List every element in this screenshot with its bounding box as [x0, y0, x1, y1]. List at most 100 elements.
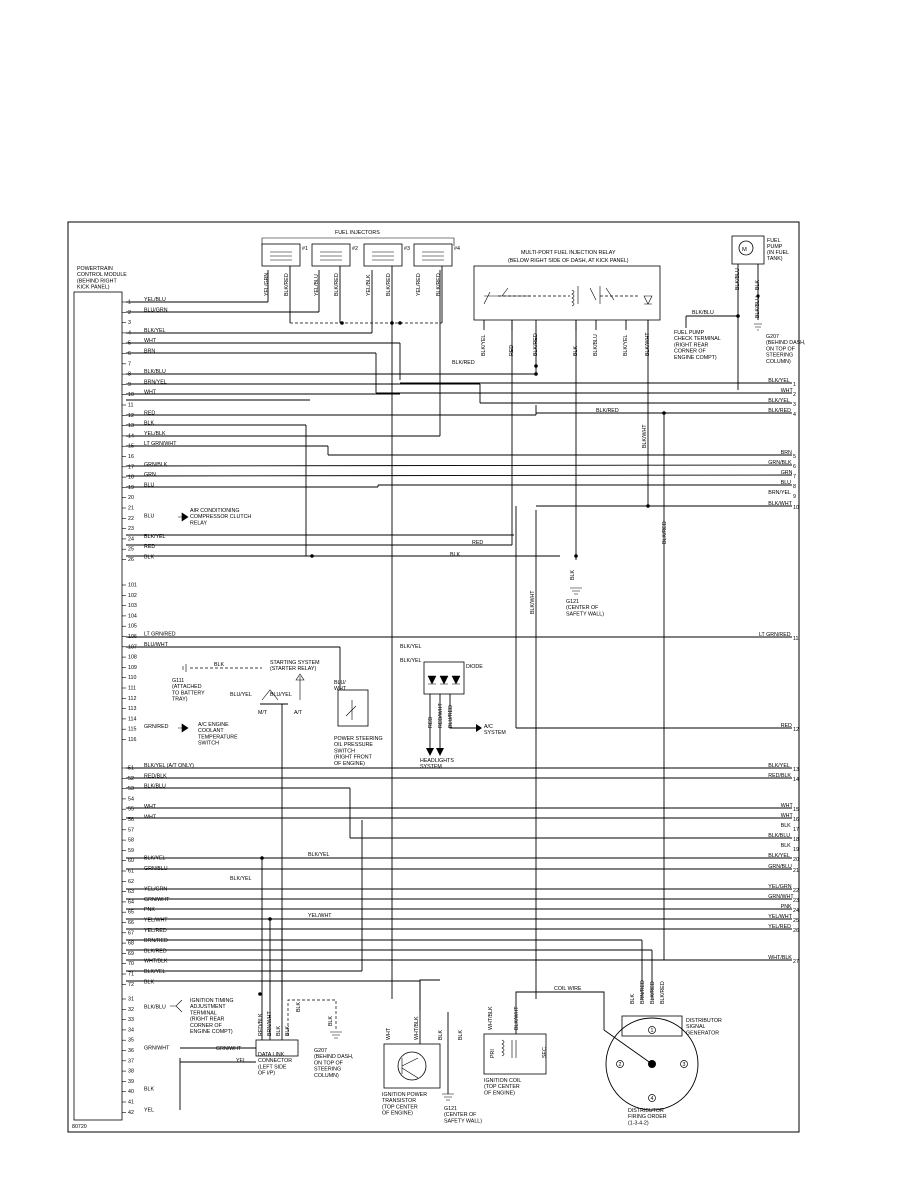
fuel-pump-label: TANK)	[767, 256, 783, 262]
injector-wire-label: YEL/BLK	[366, 274, 372, 296]
starting-system-text: (STARTER RELAY)	[270, 666, 316, 672]
pcm-pin-number: 101	[128, 583, 137, 589]
pcm-pin-wire-label: BLK/BLU	[144, 369, 166, 375]
distributor-signal-text: DISTRIBUTOR	[686, 1018, 722, 1024]
g207-text: ON TOP OF	[314, 1060, 344, 1066]
pcm-pin-number: 22	[128, 516, 134, 522]
right-connector-number: 25	[793, 918, 799, 924]
injector-coil-icon	[320, 251, 342, 261]
distributor-firing-text: (1-3-4-2)	[628, 1120, 649, 1126]
spark-terminal-number: 2	[619, 1062, 622, 1068]
pcm-pin-number: 66	[128, 920, 134, 926]
distributor-firing-text: FIRING ORDER	[628, 1114, 667, 1120]
right-wire-label: BLK	[781, 823, 791, 829]
wire-label: BLK/WHT	[530, 590, 536, 614]
pcm-pin-wire-label: YEL	[144, 1107, 154, 1113]
ground-icon	[442, 1093, 454, 1101]
pcm-pin-wire-label: BLK	[144, 421, 154, 427]
pcm-pin-number: 33	[128, 1017, 134, 1023]
ign-timing-text: ADJUSTMENT	[190, 1004, 226, 1010]
mpfi-relay-location: (BELOW RIGHT SIDE OF DASH, AT KICK PANEL…	[508, 258, 629, 264]
right-wire-label: BLK/YEL	[768, 398, 790, 404]
wire	[125, 474, 793, 477]
right-wire-label: RED/BLK	[768, 773, 791, 779]
wire-label: BLK	[296, 1002, 302, 1012]
right-connector-number: 14	[793, 777, 799, 783]
wire-label: BLK/WHT	[642, 424, 648, 448]
arrow-icon	[178, 512, 189, 522]
pcm-pin-number: 1	[128, 300, 131, 306]
g111-text: TO BATTERY	[172, 690, 205, 696]
wire-label: GRN/WHT	[216, 1046, 242, 1052]
injector-wire-label: YEL/GRN	[264, 273, 270, 296]
g111-text: G111	[172, 678, 184, 684]
ign-timing-text: ENGINE COMPT)	[190, 1029, 233, 1035]
ps-wire-label: BLU/	[334, 680, 346, 686]
fuel-injector	[413, 243, 453, 267]
wire-label: BLK/RED	[662, 521, 668, 544]
g207-text: G207	[314, 1048, 327, 1054]
ign-timing-text: (RIGHT REAR	[190, 1017, 225, 1023]
transistor-icon	[401, 1057, 419, 1079]
right-connector-number: 11	[793, 636, 799, 642]
g121-text: SAFETY WALL)	[566, 611, 604, 617]
distributor-wire-label: BLK/RED	[650, 981, 656, 1004]
spark-terminal-number: 1	[651, 1028, 654, 1034]
dlc-text: OF I/P)	[258, 1071, 275, 1077]
pcm-pin-wire-label: BLK	[144, 1087, 154, 1093]
right-wire-label: BLK/YEL	[768, 763, 790, 769]
wire-label: BLK	[755, 280, 761, 290]
mpfi-relay: MULTI-PORT FUEL INJECTION RELAY (BELOW R…	[473, 250, 661, 356]
right-wire-label: YEL/RED	[768, 924, 791, 930]
ps-switch-text: SWITCH	[334, 748, 355, 754]
pcm-pin-number: 54	[128, 796, 134, 802]
wire-label: BLK/BLU	[692, 310, 714, 316]
right-connector-number: 6	[793, 464, 796, 470]
pcm-pin-number: 65	[128, 910, 134, 916]
right-wire-label: BLK/WHT	[768, 501, 792, 507]
right-wire-label: GRN	[781, 470, 793, 476]
right-wire-label: BLK/YEL	[768, 378, 790, 384]
pcm-pin-number: 19	[128, 485, 134, 491]
dlc-wire-label: RED/BLK	[258, 1013, 264, 1036]
pcm-pin-wire-label: YEL/RED	[144, 928, 167, 934]
relay-wire-label: BLK/WHT	[645, 332, 651, 356]
pcm-pin-number: 72	[128, 982, 134, 988]
pcm-pin-number: 53	[128, 786, 134, 792]
pcm-pin-number: 102	[128, 593, 137, 599]
pcm-pin-wire-label: RED	[144, 544, 155, 550]
ps-switch-text: POWER STEERING	[334, 736, 383, 742]
wire-label: BLK/RED	[452, 360, 475, 366]
headlights-text: SYSTEM	[420, 764, 442, 770]
right-connector-number: 17	[793, 827, 799, 833]
pcm-pin-number: 21	[128, 506, 134, 512]
wire	[515, 991, 605, 1034]
pcm-pin-number: 39	[128, 1079, 134, 1085]
splice-dot	[310, 554, 314, 558]
injector-wire-label: BLK/RED	[436, 273, 442, 296]
right-wire-label: GRN/WHT	[768, 894, 794, 900]
ign-timing-text: CORNER OF	[190, 1023, 223, 1029]
fuel-pump-check-text: CHECK TERMINAL	[674, 336, 721, 342]
pcm-pin-number: 57	[128, 827, 134, 833]
right-wire-label: GRN/BLU	[768, 864, 792, 870]
injector-coil-icon	[372, 251, 394, 261]
wire-label: YEL	[236, 1058, 246, 1064]
headlights-text: HEADLIGHTS	[420, 758, 454, 764]
g207-text: ON TOP OF	[766, 346, 796, 352]
pcm-pin-number: 24	[128, 536, 134, 542]
spark-terminal	[616, 1060, 624, 1068]
relay-wire-label: BLK/RED	[533, 333, 539, 356]
right-connector-number: 2	[793, 392, 796, 398]
wire-label: BLK	[570, 570, 576, 580]
right-connector-number: 1	[793, 382, 796, 388]
dlc-wire-label: BLK	[276, 1026, 282, 1036]
coil-icon	[501, 1039, 517, 1058]
right-wire-label: WHT	[781, 803, 794, 809]
wire-label: BLK	[450, 552, 460, 558]
ac-system-text: A/C	[484, 724, 493, 730]
splice-dot	[662, 411, 666, 415]
g207-text: (BEHIND DASH,	[314, 1054, 353, 1060]
